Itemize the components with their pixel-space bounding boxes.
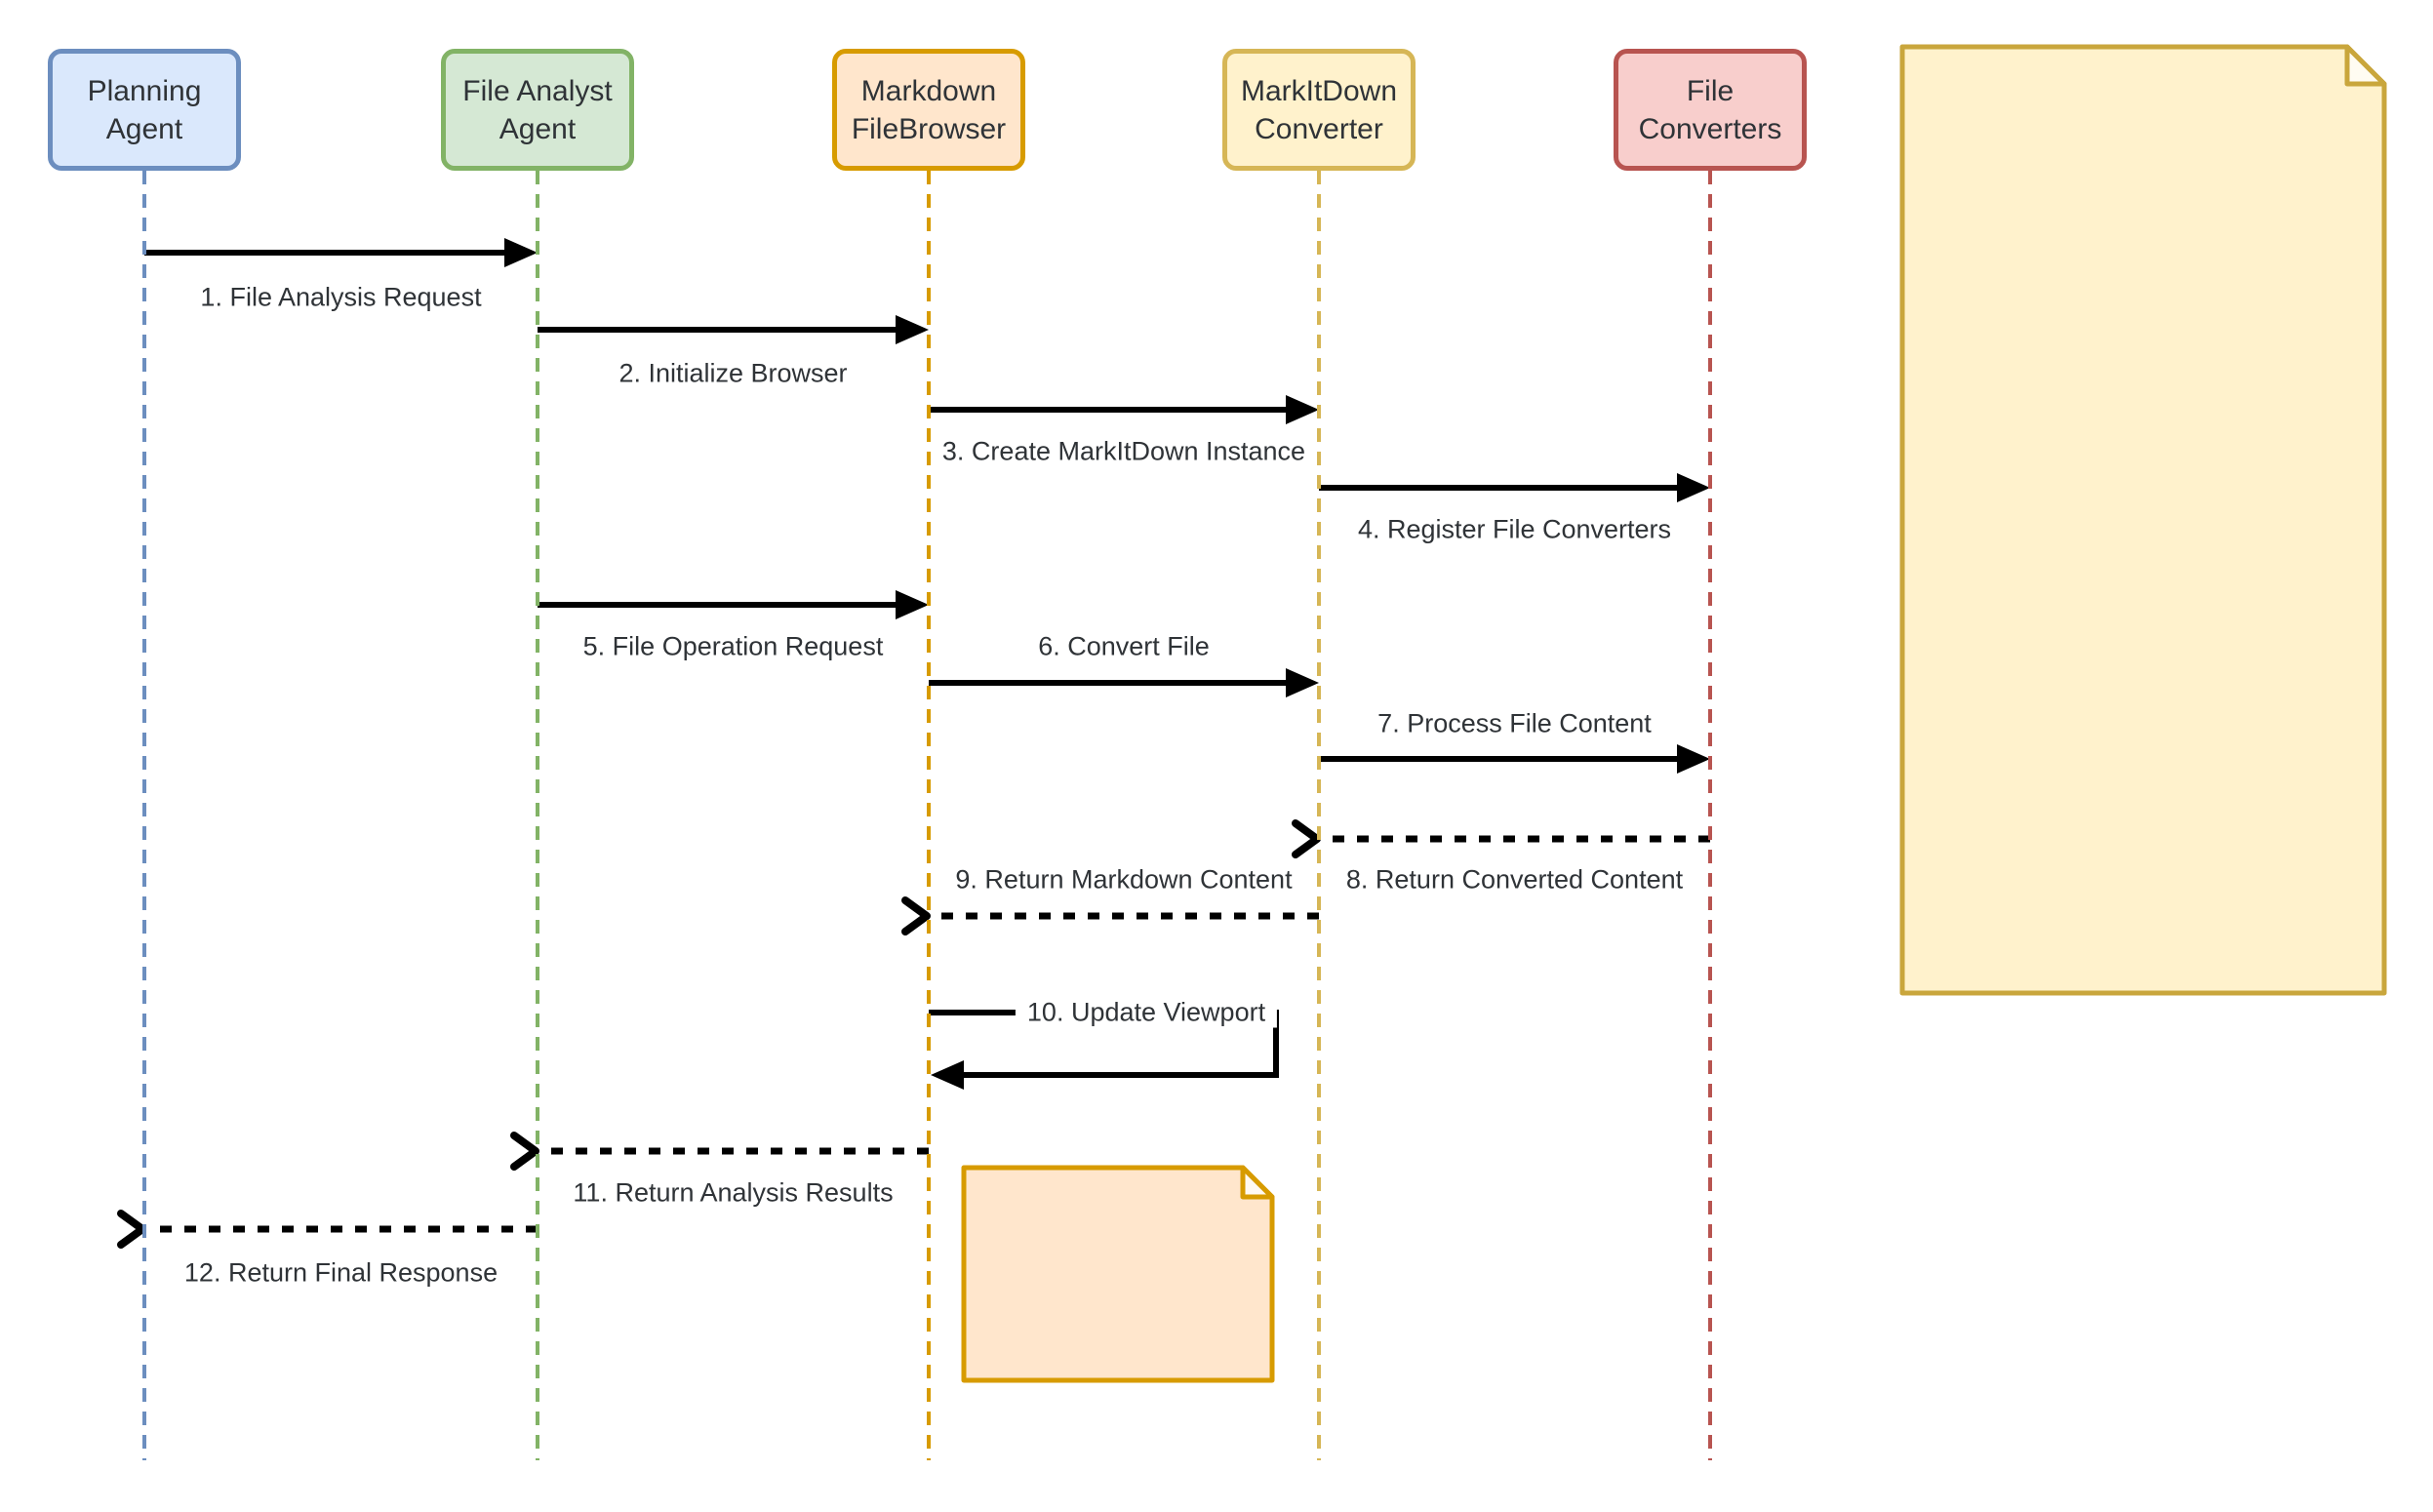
message-label-4: 4. Register File Converters [1357, 514, 1672, 544]
participant-markitdown-converter: MarkItDown Converter [1222, 49, 1416, 171]
message-label-8: 8. Return Converted Content [1345, 864, 1684, 895]
formats-note-shape [1899, 44, 2387, 996]
message-label-11: 11. Return Analysis Results [573, 1177, 894, 1208]
participant-file-converters: File Converters [1614, 49, 1807, 171]
message-label-2: 2. Initialize Browser [618, 358, 848, 388]
participant-markdown-filebrowser: Markdown FileBrowser [832, 49, 1025, 171]
lifeline-file-analyst-agent [536, 171, 539, 1460]
message-label-9: 9. Return Markdown Content [955, 864, 1293, 895]
lifeline-markdown-filebrowser [927, 171, 931, 1460]
message-label-12: 12. Return Final Response [183, 1257, 499, 1288]
message-label-7: 7. Process File Content [1377, 708, 1652, 738]
note-fold-icon [1240, 1165, 1275, 1200]
lifeline-planning-agent [142, 171, 146, 1460]
viewport-note-shape [961, 1165, 1275, 1383]
lifeline-markitdown-converter [1317, 171, 1321, 1460]
participant-planning-agent: Planning Agent [48, 49, 241, 171]
participant-file-analyst-agent: File Analyst Agent [441, 49, 634, 171]
note-fold-icon [2344, 44, 2387, 87]
message-label-5: 5. File Operation Request [582, 631, 884, 661]
message-label-1: 1. File Analysis Request [200, 282, 482, 312]
message-label-3: 3. Create MarkItDown Instance [941, 436, 1306, 466]
message-label-6: 6. Convert File [1038, 631, 1210, 661]
message-label-10: 10. Update Viewport [1015, 997, 1278, 1028]
lifeline-file-converters [1708, 171, 1712, 1460]
